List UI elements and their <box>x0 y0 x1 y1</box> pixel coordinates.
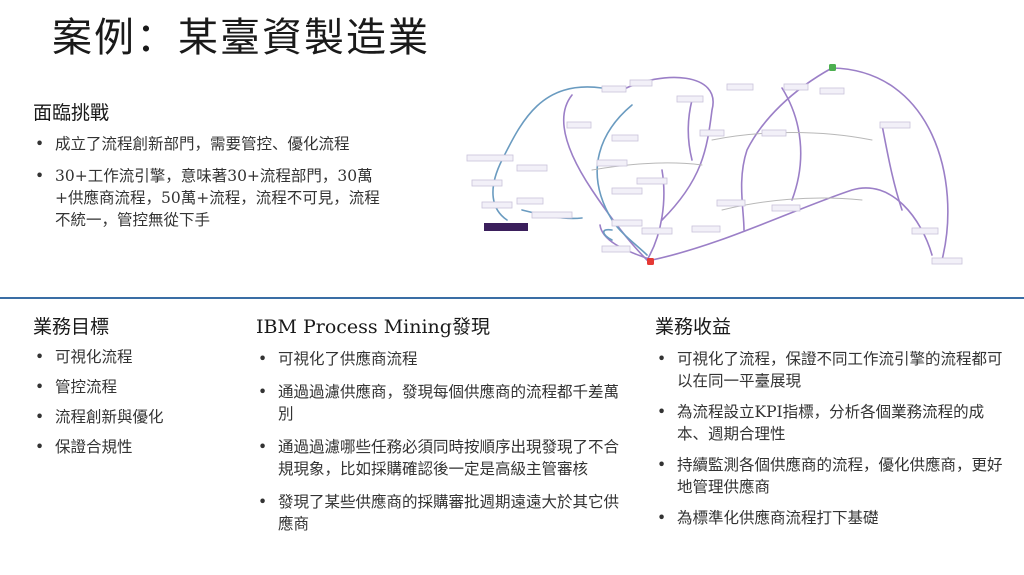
activity-node <box>566 121 592 129</box>
flow-path <box>562 94 648 261</box>
list-item: 持續監測各個供應商的流程，優化供應商，更好地管理供應商 <box>655 454 1010 498</box>
list-item: 流程創新與優化 <box>33 406 233 428</box>
list-item: 發現了某些供應商的採購審批週期遠遠大於其它供應商 <box>256 491 630 535</box>
activity-node <box>879 121 911 129</box>
list-item: 保證合規性 <box>33 436 233 458</box>
challenges-list: 成立了流程創新部門，需要管控、優化流程 30+工作流引擎，意味著30+流程部門，… <box>33 133 385 231</box>
list-item: 為流程設立KPI指標，分析各個業務流程的成本、週期合理性 <box>655 401 1010 445</box>
benefits-heading: 業務收益 <box>655 316 732 338</box>
list-item: 可視化了流程，保證不同工作流引擎的流程都可以在同一平臺展現 <box>655 348 1010 392</box>
activity-node <box>676 95 704 103</box>
highlighted-node <box>484 223 528 231</box>
activity-node <box>531 211 573 219</box>
list-item: 可視化流程 <box>33 346 233 368</box>
activity-node <box>641 227 673 235</box>
flow-path <box>591 162 703 171</box>
page-title: 案例：某臺資製造業 <box>52 15 430 61</box>
list-item: 可視化了供應商流程 <box>256 348 630 370</box>
benefits-list: 可視化了流程，保證不同工作流引擎的流程都可以在同一平臺展現 為流程設立KPI指標… <box>655 348 1010 529</box>
activity-node <box>611 134 639 142</box>
flow-path <box>831 67 949 261</box>
activity-node <box>911 227 939 235</box>
flow-path <box>687 99 693 161</box>
activity-node <box>716 199 746 207</box>
activity-node <box>516 197 544 205</box>
flow-path <box>711 132 873 141</box>
challenges-heading: 面臨挑戰 <box>33 102 110 124</box>
flow-path <box>599 224 653 261</box>
activity-node <box>596 159 628 167</box>
activity-node <box>931 257 963 265</box>
activity-node <box>481 201 513 209</box>
activity-node <box>699 129 725 137</box>
list-item: 管控流程 <box>33 376 233 398</box>
activity-node <box>726 83 754 91</box>
flow-path <box>621 76 714 221</box>
list-item: 成立了流程創新部門，需要管控、優化流程 <box>33 133 385 155</box>
activity-node <box>783 83 809 91</box>
activity-node <box>636 177 668 185</box>
activity-node <box>761 129 787 137</box>
activity-node <box>819 87 845 95</box>
flow-path <box>492 86 603 221</box>
goals-list: 可視化流程 管控流程 流程創新與優化 保證合規性 <box>33 346 233 458</box>
activity-node <box>611 187 643 195</box>
findings-list: 可視化了供應商流程 通過過濾供應商，發現每個供應商的流程都千差萬別 通過過濾哪些… <box>256 348 630 535</box>
activity-node <box>771 204 801 212</box>
activity-node <box>516 164 548 172</box>
flow-path <box>781 87 802 201</box>
process-map-diagram <box>466 64 963 265</box>
flow-path <box>651 187 933 261</box>
list-item: 通過過濾哪些任務必須同時按順序出現發現了不合規現象，比如採購確認後一定是高級主管… <box>256 436 630 480</box>
activity-node <box>611 219 643 227</box>
activity-node <box>471 179 503 187</box>
flow-path <box>881 124 903 211</box>
list-item: 通過過濾供應商，發現每個供應商的流程都千差萬別 <box>256 381 630 425</box>
flow-path <box>602 228 613 241</box>
end-node <box>647 258 654 265</box>
list-item: 為標準化供應商流程打下基礎 <box>655 507 1010 529</box>
start-node <box>829 64 836 71</box>
flow-path <box>596 104 648 256</box>
findings-heading: IBM Process Mining發現 <box>256 316 490 338</box>
flow-path <box>721 197 863 211</box>
activity-node <box>601 85 627 93</box>
activity-node <box>691 225 721 233</box>
activity-node <box>601 245 631 253</box>
activity-node <box>629 79 653 87</box>
activity-node <box>466 154 514 162</box>
section-divider <box>0 297 1024 299</box>
list-item: 30+工作流引擎，意味著30+流程部門，30萬+供應商流程，50萬+流程，流程不… <box>33 165 385 231</box>
goals-heading: 業務目標 <box>33 316 110 338</box>
